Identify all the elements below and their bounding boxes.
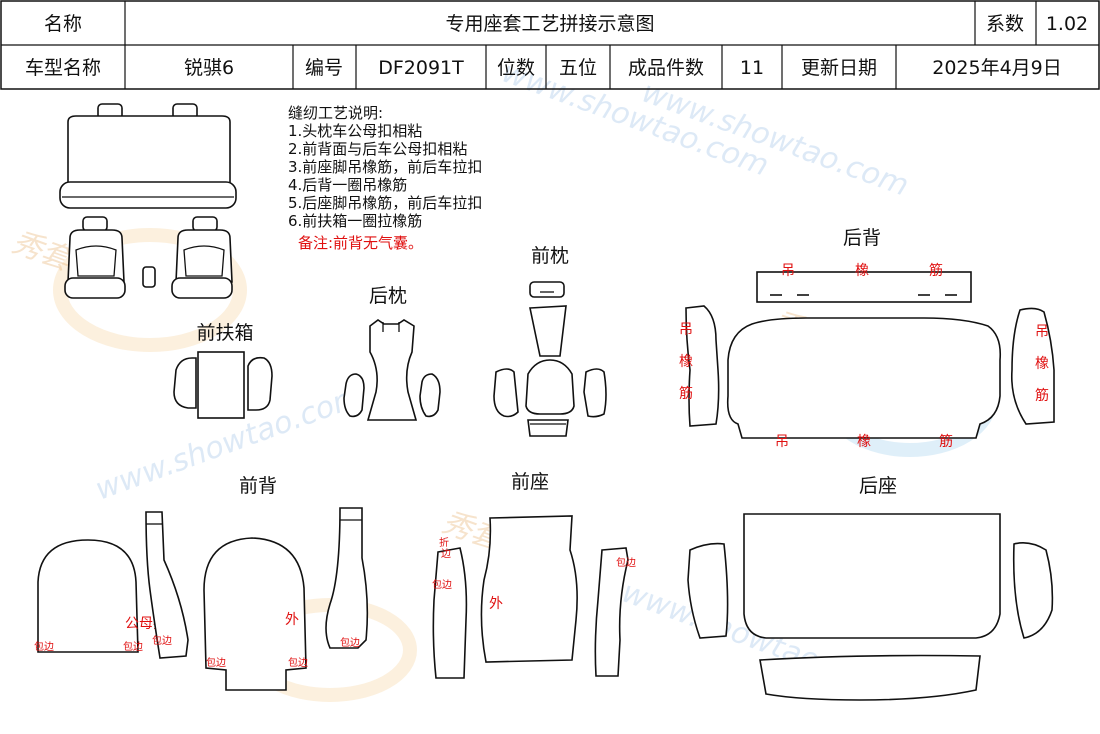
svg-text:橡: 橡 [855,263,869,279]
section-label-front-back: 前背 [239,475,277,497]
section-label-front-seat: 前座 [511,471,549,493]
svg-text:折: 折 [439,536,449,549]
code-value: DF2091T [378,57,464,79]
front-seat-pieces: 前座 折 边 包边 外 包边 [432,471,636,679]
svg-text:吊: 吊 [1035,324,1049,340]
svg-text:筋: 筋 [1035,387,1049,404]
sewing-notes: 缝纫工艺说明: 1.头枕车公母扣相粘 2.前背面与后车公母扣相粘 3.前座脚吊橡… [288,104,482,252]
date-label: 更新日期 [801,57,877,79]
svg-text:包边: 包边 [34,640,54,653]
svg-text:包边: 包边 [288,656,308,669]
svg-text:吊: 吊 [679,322,693,338]
note-item: 2.前背面与后车公母扣相粘 [288,140,467,158]
code-label: 编号 [305,57,343,79]
section-label-front-armrest: 前扶箱 [196,322,253,344]
section-label-front-headrest: 前枕 [531,245,569,267]
section-label-rear-seat: 后座 [859,475,897,497]
svg-text:筋: 筋 [929,262,943,279]
section-label-rear-headrest: 后枕 [369,285,407,307]
seat-label: 位数 [497,57,535,79]
model-value: 锐骐6 [184,57,234,79]
count-label: 成品件数 [628,57,704,79]
svg-text:橡: 橡 [679,354,693,370]
name-label: 名称 [44,13,82,35]
coef-value: 1.02 [1046,13,1088,35]
model-label: 车型名称 [25,57,101,79]
page-title: 专用座套工艺拼接示意图 [445,13,654,35]
note-item: 1.头枕车公母扣相粘 [288,122,422,140]
note-item: 5.后座脚吊橡筋，前后车拉扣 [288,194,482,212]
rear-headrest-pieces: 后枕 [343,285,441,421]
svg-text:橡: 橡 [1035,356,1049,372]
svg-text:外: 外 [285,612,299,628]
svg-text:吊: 吊 [781,263,795,279]
coef-label: 系数 [986,13,1024,35]
header-table: 名称 专用座套工艺拼接示意图 系数 1.02 车型名称 锐骐6 编号 DF209… [0,0,1100,90]
svg-text:包边: 包边 [432,578,452,591]
svg-text:包边: 包边 [340,636,360,649]
front-headrest-pieces: 前枕 [493,245,607,437]
svg-text:吊: 吊 [775,434,789,450]
date-value: 2025年4月9日 [932,57,1062,79]
svg-text:包边: 包边 [123,640,143,653]
svg-text:包边: 包边 [616,556,636,569]
svg-text:边: 边 [441,548,451,560]
svg-text:包边: 包边 [206,656,226,669]
svg-text:筋: 筋 [939,433,953,450]
note-item: 6.前扶箱一圈拉橡筋 [288,212,422,230]
front-armrest-pieces: 前扶箱 [173,322,273,419]
svg-text:橡: 橡 [857,434,871,450]
note-item: 4.后背一圈吊橡筋 [288,176,407,194]
section-label-rear-back: 后背 [843,227,881,249]
rear-back-pieces: 后背 吊 橡 筋 吊 橡 筋 吊 橡 筋 吊 橡 筋 [679,227,1055,450]
svg-text:包边: 包边 [152,634,172,647]
svg-text:筋: 筋 [679,385,693,402]
notes-title: 缝纫工艺说明: [288,104,383,122]
note-item: 3.前座脚吊橡筋，前后车拉扣 [288,158,482,176]
rear-seat-pieces: 后座 [687,475,1054,701]
notes-remark: 备注:前背无气囊。 [298,234,423,252]
count-value: 11 [740,57,764,79]
seat-overview-sketch [59,103,237,299]
seat-value: 五位 [559,57,597,79]
front-back-pieces: 前背 包边 包边 公母扣 包边 包边 包边 外 包边 [34,475,369,691]
svg-text:外: 外 [489,596,503,612]
